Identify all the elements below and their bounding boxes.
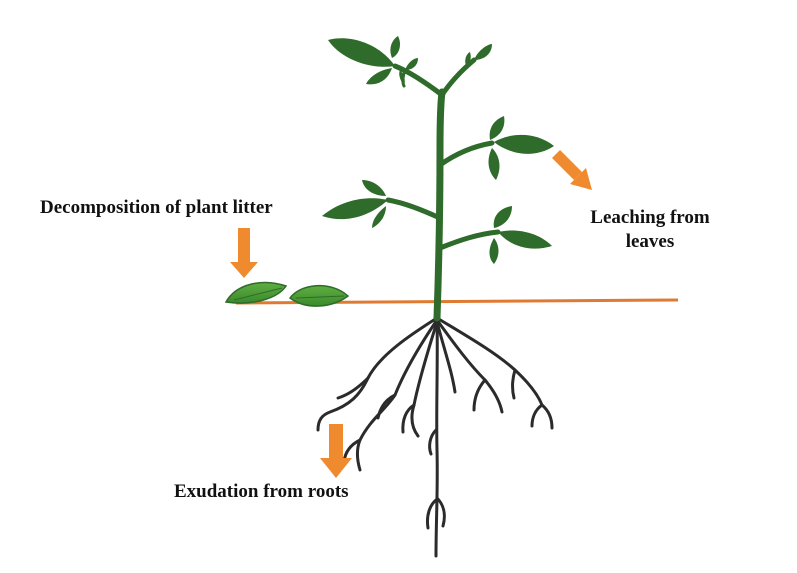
plant-leaves [322, 36, 554, 264]
decomposition-arrow [230, 228, 258, 278]
leaching-label: Leaching from leaves [577, 206, 723, 254]
leaching-label-line2: leaves [625, 231, 675, 252]
leaching-label-line1: Leaching from [590, 207, 710, 228]
decomposition-label: Decomposition of plant litter [40, 197, 273, 218]
exudation-arrow [320, 424, 352, 478]
root-system [316, 316, 554, 558]
leaching-arrow [552, 150, 592, 190]
plant-stem [385, 57, 501, 322]
litter-leaf [288, 284, 350, 307]
exudation-label: Exudation from roots [174, 481, 349, 502]
plant-litter [224, 281, 350, 307]
